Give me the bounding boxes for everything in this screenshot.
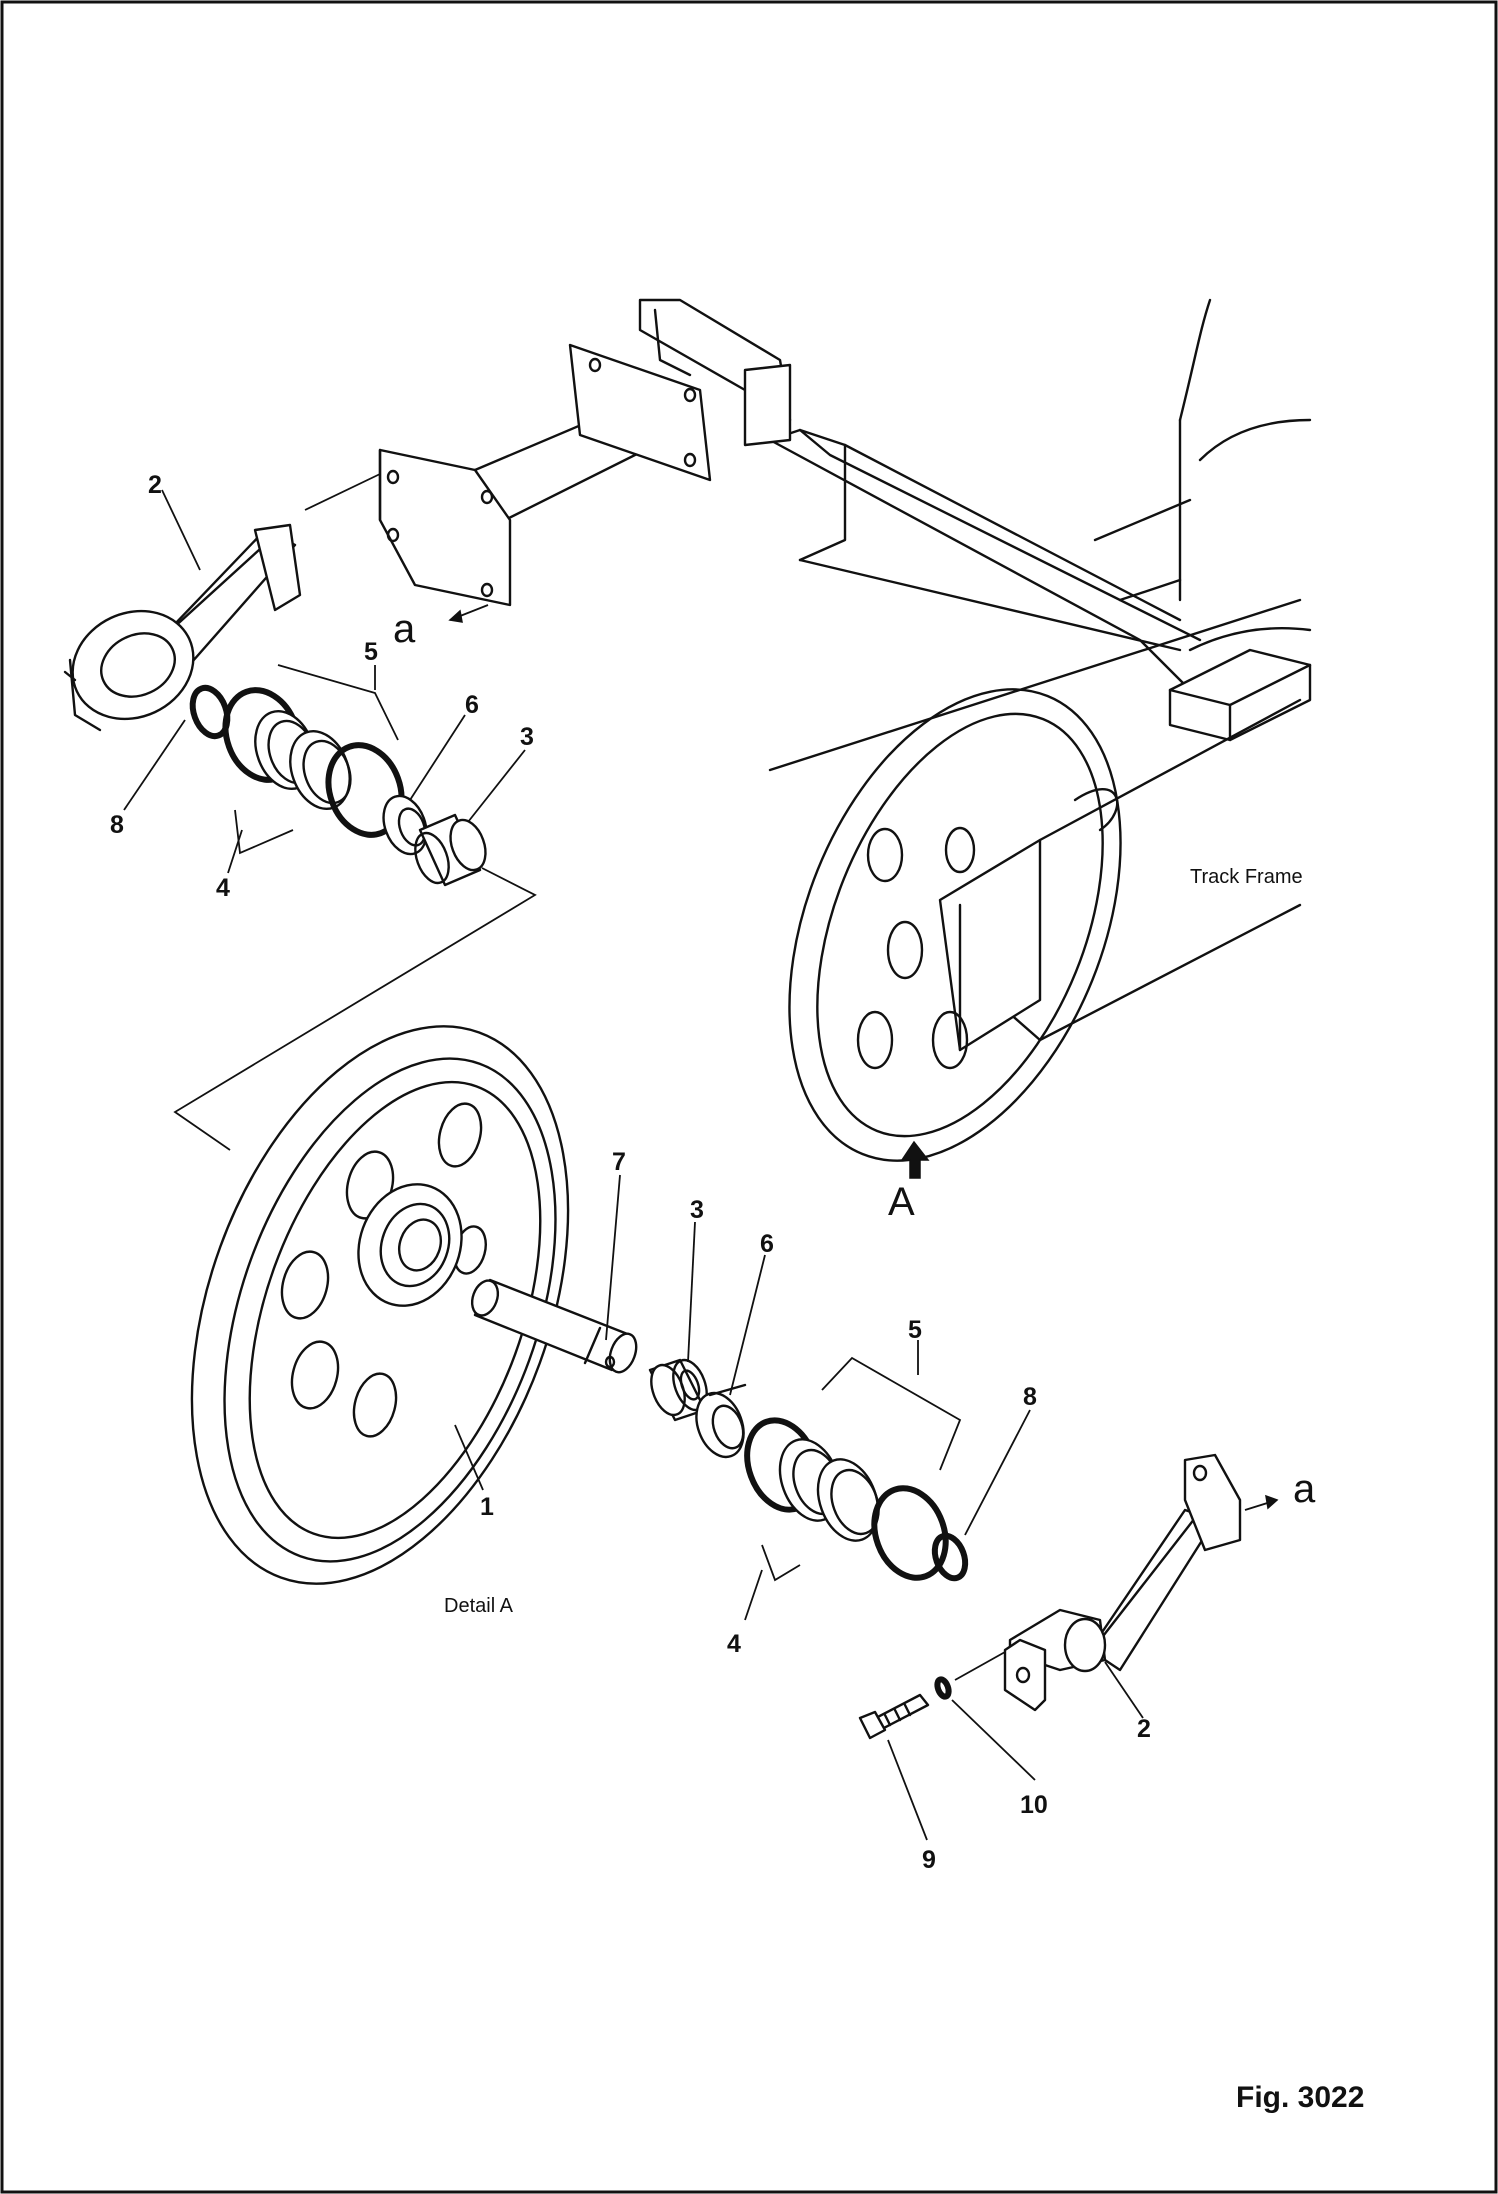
callout-2-lower: 2	[1137, 1715, 1151, 1743]
leader-2-upper	[161, 489, 201, 571]
leader-6-upper	[409, 714, 466, 801]
callout-4-lower: 4	[727, 1630, 741, 1658]
leader-3-upper	[467, 749, 526, 823]
callout-4-upper: 4	[216, 874, 230, 902]
o-ring-upper	[189, 684, 231, 740]
washer-guide-line	[954, 1651, 1006, 1681]
leader-4-lower	[744, 1569, 763, 1621]
callout-3-upper: 3	[520, 723, 534, 751]
callout-5-lower: 5	[908, 1316, 922, 1344]
ref-a-lower-letter: a	[1293, 1467, 1316, 1511]
view-arrow-letter: A	[888, 1180, 915, 1224]
callout-8-upper: 8	[110, 811, 124, 839]
leader-4-upper	[227, 829, 243, 874]
bracket-upper	[63, 523, 302, 732]
mounted-idler	[788, 688, 1122, 1162]
figure-number: Fig. 3022	[1236, 2081, 1364, 2114]
track-frame	[768, 298, 1312, 1052]
callout-3-lower: 3	[690, 1196, 704, 1224]
callout-1: 1	[480, 1493, 494, 1521]
callout-5-upper: 5	[364, 638, 378, 666]
seal-bracket-lower	[761, 1544, 801, 1582]
leader-6-lower	[729, 1254, 766, 1396]
o-ring-lower	[931, 1532, 969, 1582]
recoil-cylinder	[378, 298, 792, 607]
callout-7: 7	[612, 1148, 626, 1176]
leader-2-lower	[1104, 1661, 1144, 1719]
callout-2-upper: 2	[148, 471, 162, 499]
washer	[934, 1676, 952, 1700]
ref-a-upper-letter: a	[393, 607, 416, 651]
seal-set-lower	[744, 1417, 949, 1581]
idler-wheel	[190, 1025, 570, 1585]
leader-10	[951, 1699, 1036, 1781]
callout-8-lower: 8	[1023, 1383, 1037, 1411]
ref-a-lower: a	[1244, 1467, 1316, 1511]
ring-upper	[382, 794, 428, 856]
ref-a-upper: a	[393, 604, 489, 651]
seal-bracket-upper	[234, 809, 294, 855]
leader-9	[887, 1739, 928, 1841]
explosion-guide-line	[173, 867, 537, 1151]
leader-7	[605, 1174, 621, 1341]
seal-set-bracket-upper	[277, 664, 399, 741]
leader-8-lower	[964, 1409, 1031, 1536]
bolt	[858, 1693, 930, 1740]
leader-8-upper	[123, 719, 186, 811]
callout-9: 9	[922, 1846, 936, 1874]
seal-set-bracket-lower	[821, 1356, 962, 1471]
cylinder-to-bracket-line	[304, 473, 381, 511]
bushing-upper	[414, 813, 487, 887]
callout-6-lower: 6	[760, 1230, 774, 1258]
seal-set-upper	[222, 687, 405, 838]
callout-10: 10	[1020, 1791, 1048, 1819]
leader-1	[454, 1424, 484, 1491]
leader-3-lower	[687, 1221, 696, 1363]
bracket-lower	[1003, 1453, 1242, 1712]
track-frame-label: Track Frame	[1190, 866, 1303, 888]
detail-a-label: Detail A	[444, 1595, 514, 1617]
view-arrow-a: A	[888, 1140, 930, 1224]
ring-lower	[695, 1383, 747, 1459]
callout-6-upper: 6	[465, 691, 479, 719]
idler-shaft	[470, 1278, 638, 1374]
